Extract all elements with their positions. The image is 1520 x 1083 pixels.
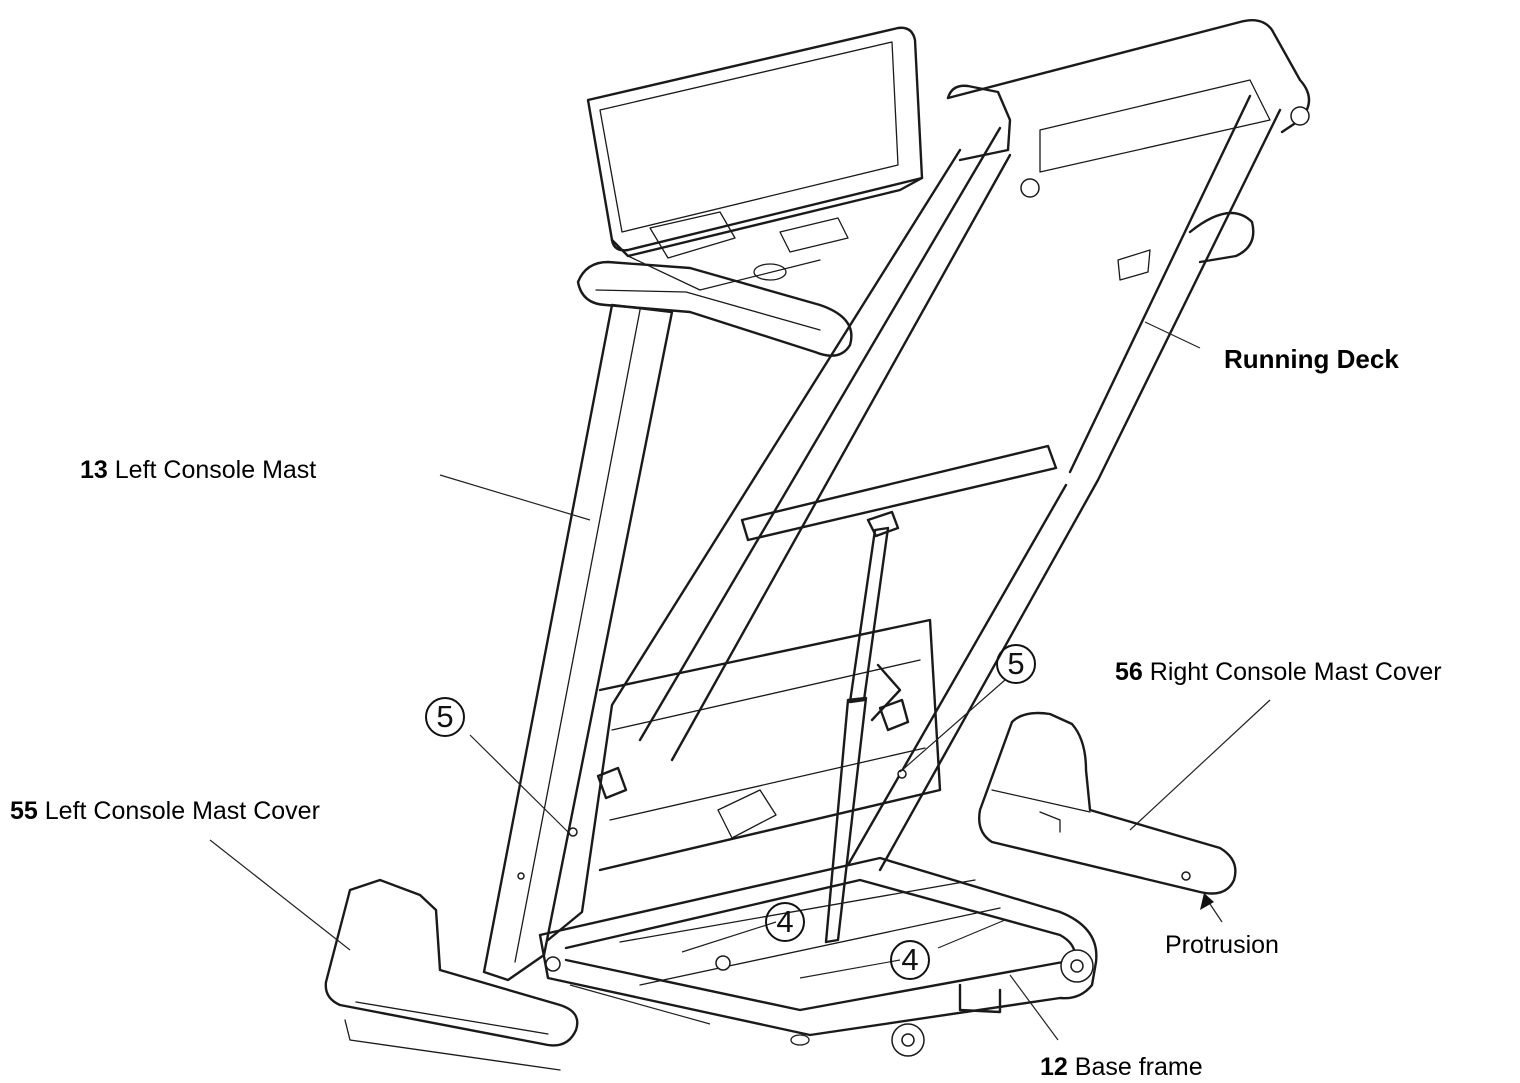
- left-console-mast: [482, 303, 674, 982]
- running-deck-text: Running Deck: [1224, 344, 1399, 374]
- lift-cylinder: [568, 510, 942, 944]
- right-console-mast-cover: [978, 711, 1237, 895]
- right-console-mast-cover-text: Right Console Mast Cover: [1149, 658, 1442, 686]
- base-frame-label: 12 Base frame: [1040, 1055, 1203, 1080]
- base-frame-text: Base frame: [1074, 1053, 1203, 1081]
- running-deck-label: Running Deck: [1224, 346, 1399, 372]
- callout-bolt-right: 5: [996, 644, 1036, 684]
- base-frame-number: 12: [1040, 1053, 1068, 1081]
- left-console-mast-label: 13 Left Console Mast: [80, 458, 316, 483]
- left-console-mast-number: 13: [80, 456, 108, 484]
- running-deck-frame: [546, 19, 1311, 942]
- left-console-mast-text: Left Console Mast: [114, 456, 317, 484]
- console-head: [586, 26, 924, 291]
- right-console-mast-cover-number: 56: [1115, 658, 1143, 686]
- base-frame: [538, 856, 1098, 1057]
- handlebar: [576, 260, 853, 357]
- callout-screw-upper: 4: [765, 902, 805, 942]
- left-console-mast-cover-number: 55: [10, 797, 38, 825]
- right-console-mast-cover-label: 56 Right Console Mast Cover: [1115, 660, 1442, 685]
- callout-bolt-left: 5: [425, 697, 465, 737]
- left-console-mast-cover-label: 55 Left Console Mast Cover: [10, 799, 320, 824]
- left-console-mast-cover: [324, 878, 579, 1071]
- callout-screw-lower: 4: [890, 940, 930, 980]
- leader-lines: [209, 321, 1271, 1041]
- protrusion-text: Protrusion: [1165, 931, 1279, 959]
- left-console-mast-cover-text: Left Console Mast Cover: [44, 797, 320, 825]
- protrusion-arrow: [1200, 893, 1223, 923]
- protrusion-label: Protrusion: [1165, 933, 1279, 958]
